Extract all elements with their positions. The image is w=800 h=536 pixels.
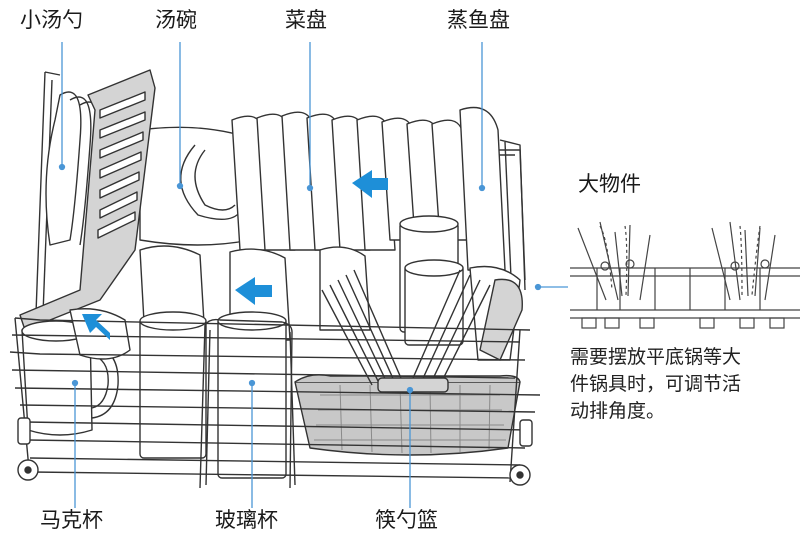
label-dish-plate: 菜盘 [285,8,327,32]
adjustment-note: 需要摆放平底锅等大 件锅具时，可调节活 动排角度。 [570,344,741,425]
label-glass: 玻璃杯 [215,508,278,532]
tall-glasses [400,216,463,345]
label-large-items: 大物件 [578,172,641,196]
label-cutlery-basket: 筷勺篮 [375,508,438,532]
label-small-spoon: 小汤勺 [20,8,83,32]
note-line-3: 动排角度。 [570,398,741,425]
adjustable-tines-inset [570,222,800,328]
label-soup-bowl: 汤碗 [155,8,197,32]
note-line-2: 件锅具时，可调节活 [570,371,741,398]
note-line-1: 需要摆放平底锅等大 [570,344,741,371]
label-fish-plate: 蒸鱼盘 [447,8,510,32]
label-mug: 马克杯 [40,508,103,532]
